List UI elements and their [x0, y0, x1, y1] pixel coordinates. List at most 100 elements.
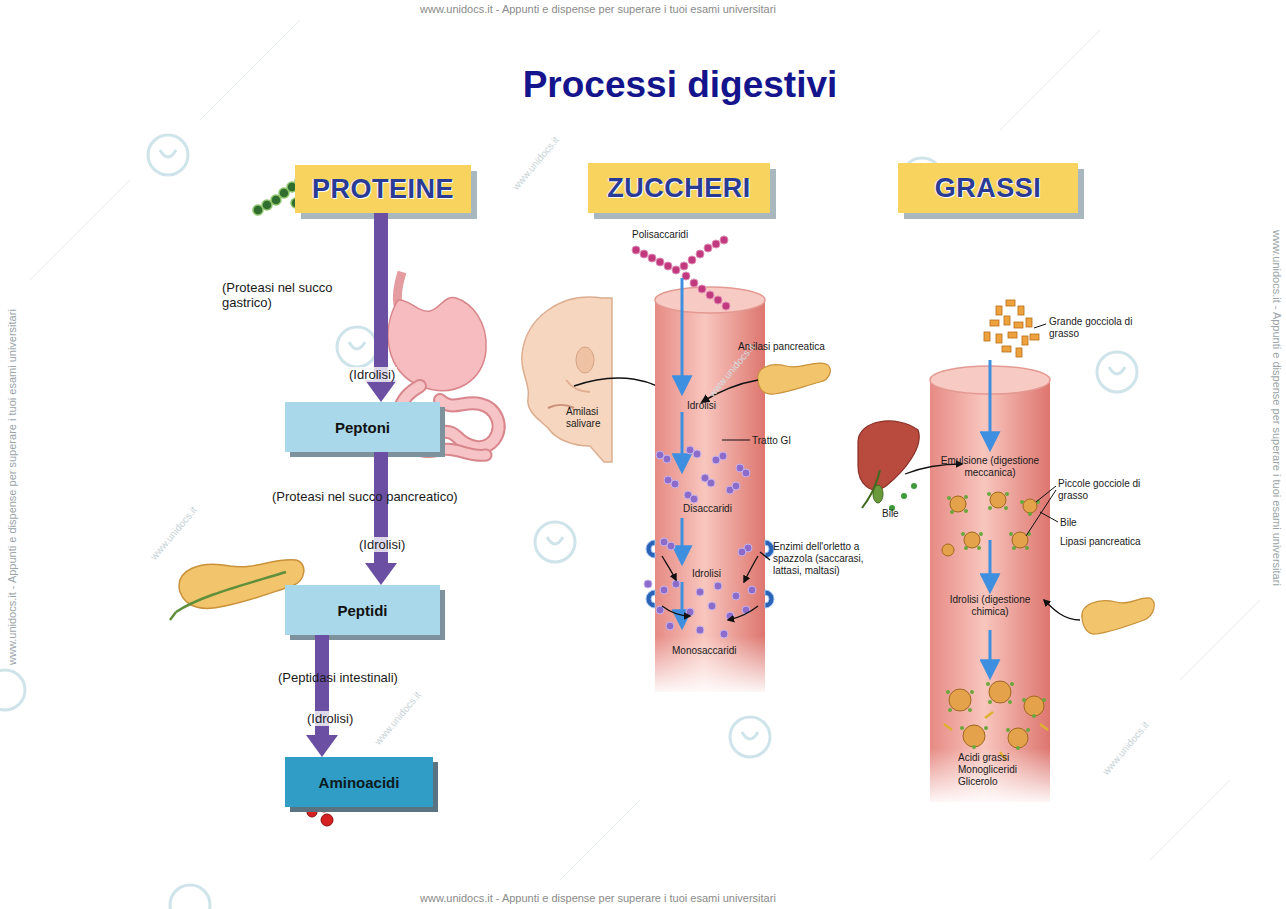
sugar-molecules [644, 446, 756, 638]
polysaccharide-chain [706, 291, 714, 299]
polysaccharide-chain [688, 256, 696, 264]
polysaccharide-chain [714, 296, 722, 304]
bile-salt [1016, 746, 1020, 750]
bile-salt [988, 700, 992, 704]
bile-salt [977, 546, 981, 550]
watermark-logo [1097, 352, 1137, 392]
sugar-molecules [666, 622, 674, 630]
annotation-label: Monosaccaridi [672, 645, 762, 657]
bile-salt [960, 726, 964, 730]
watermark-lines [30, 20, 1260, 880]
sugar-molecules [738, 548, 746, 556]
edge-label: (Idrolisi) [347, 367, 397, 382]
fat-droplet [1030, 334, 1039, 340]
fatty-acid [985, 712, 993, 718]
sugar-molecules [707, 479, 715, 487]
watermark-logo [0, 670, 25, 710]
brush-border-enzyme [765, 540, 774, 558]
annotation-label: Lipasi pancreatica [1060, 536, 1180, 548]
fat-droplet [1002, 346, 1011, 352]
watermark-lines [1150, 780, 1230, 860]
annotation-label: (Peptidasi intestinali) [278, 670, 448, 685]
watermark-logo [535, 522, 575, 562]
node-label: PROTEINE [312, 174, 454, 205]
polysaccharide-chain [632, 246, 640, 254]
fat-droplet [1016, 348, 1022, 357]
sugar-molecules [696, 626, 704, 634]
process-arrow [989, 540, 992, 590]
annotation-label: Idrolisi (digestione chimica) [934, 594, 1046, 618]
bile-salt [946, 492, 1046, 750]
process-arrow [989, 630, 992, 676]
gi-tract-tube [655, 300, 765, 692]
enzyme-arrow [662, 556, 676, 580]
watermark-text: www.unidocs.it [372, 689, 424, 747]
annotation-label: Grande gocciola di grasso [1049, 316, 1134, 340]
sugar-molecules [720, 630, 728, 638]
fat-droplet [1006, 300, 1015, 306]
gi-tract-tube [655, 287, 765, 313]
bile-salt [964, 495, 968, 499]
annotation-label: Bile [882, 508, 922, 520]
process-arrow [989, 360, 992, 676]
fat-droplet [950, 496, 966, 512]
bile-salt [1010, 682, 1014, 686]
bile-salt [961, 532, 965, 536]
fat-droplet [942, 544, 954, 556]
bile-salt [1009, 532, 1013, 536]
bile-dots [901, 493, 907, 499]
fat-droplet [996, 306, 1002, 315]
bile-salt [1005, 492, 1009, 496]
fat-droplet [990, 320, 999, 326]
fat-droplet [1014, 322, 1023, 328]
sugar-molecules [732, 592, 740, 600]
watermark-lines [560, 800, 640, 880]
product-box: Peptidi [285, 585, 440, 635]
annotation-label: Enzimi dell'orletto a spazzola (saccaras… [773, 541, 875, 576]
brush-border-enzyme [765, 590, 774, 608]
bile-salt [1012, 546, 1016, 550]
polysaccharide-chain [696, 250, 704, 258]
polysaccharide-chain [690, 279, 698, 287]
sugar-molecules [660, 586, 668, 594]
annotation-label: Emulsione (digestione meccanica) [932, 455, 1048, 479]
watermark-lines [200, 20, 300, 120]
pancreas [170, 612, 176, 620]
annotation-label: Tratto GI [752, 435, 822, 447]
watermark-text: www.unidocs.it [510, 134, 562, 192]
watermark-logo [148, 135, 188, 175]
brush-border-enzyme [646, 590, 655, 608]
edge-label: (Idrolisi) [305, 711, 355, 726]
watermark-logo [730, 717, 770, 757]
bile-salt [964, 546, 968, 550]
annotation-label: Polisaccaridi [632, 229, 722, 241]
arrow-head [365, 380, 397, 402]
leader-line [1026, 486, 1058, 536]
annotation-label: Idrolisi [692, 568, 752, 580]
bile-salt [947, 496, 951, 500]
arrow-head [365, 563, 397, 585]
bile-dots [911, 483, 917, 489]
watermark-logo [170, 885, 210, 909]
bile-salt [964, 509, 968, 513]
bile-salt [1032, 714, 1036, 718]
sugar-molecules [719, 452, 727, 460]
process-arrow [989, 360, 992, 448]
polysaccharide-chain [720, 236, 728, 244]
watermark-text: www.unidocs.it - Appunti e dispense per … [6, 309, 19, 665]
liver [858, 421, 919, 508]
hydrolysis-arrow [306, 635, 338, 757]
bile-salt [1008, 700, 1012, 704]
polysaccharide-chain [648, 254, 656, 262]
enzyme-arrow [760, 552, 770, 560]
fat-droplet [990, 492, 1006, 508]
polysaccharide-chain [664, 262, 672, 270]
fat-droplet [1018, 306, 1024, 315]
pancreas [722, 440, 750, 441]
fat-droplet [1026, 318, 1032, 327]
watermark-logo [337, 327, 377, 367]
watermark-text: www.unidocs.it - Appunti e dispense per … [420, 3, 776, 16]
diagram-title: Processi digestivi [380, 64, 980, 106]
sugar-molecules [644, 580, 652, 588]
watermark-lines [1180, 600, 1260, 680]
